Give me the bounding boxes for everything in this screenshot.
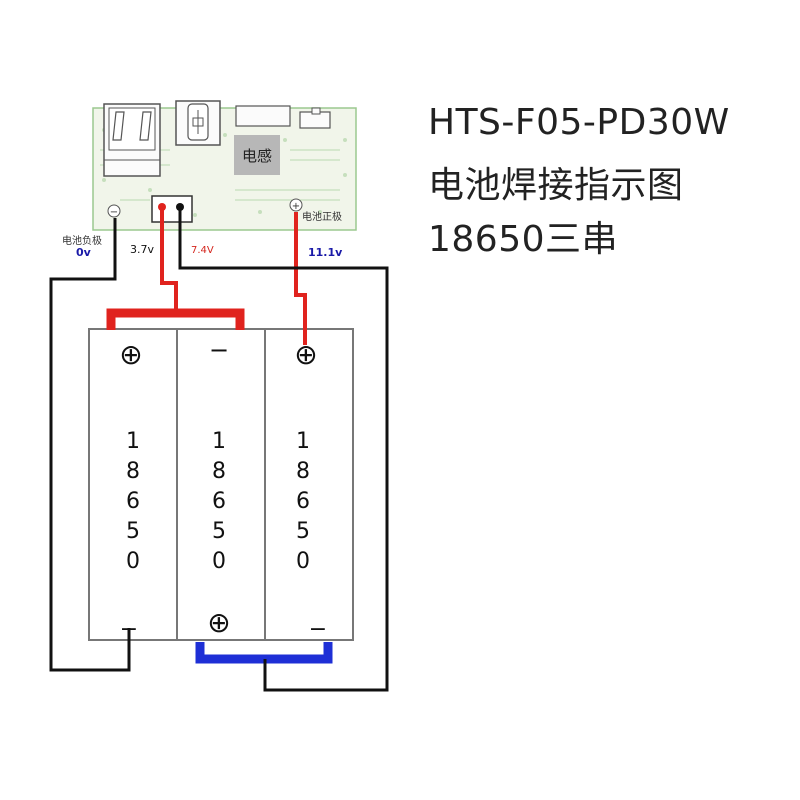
cell-1-digit: 0 <box>126 549 140 574</box>
inductor-label: 电感 <box>242 147 272 165</box>
neg-pad-symbol: − <box>110 207 118 218</box>
switch-knob <box>311 107 321 115</box>
voltage-11v1: 11.1v <box>308 246 343 259</box>
diagram-config: 18650三串 <box>428 219 619 260</box>
cell-3 <box>264 328 354 641</box>
cell-2-digit: 0 <box>212 549 226 574</box>
neg-terminal-label: 电池负极 <box>62 234 102 247</box>
diagram-subtitle: 电池焊接指示图 <box>428 165 684 206</box>
black-wire-7v4 <box>178 207 389 692</box>
cell-2-bottom-symbol: ⊕ <box>207 606 230 639</box>
voltage-0v: 0v <box>76 246 92 259</box>
cell-2-top-symbol: − <box>209 336 229 364</box>
cell-3-digit: 1 <box>296 429 310 454</box>
cell-2-digit: 5 <box>212 519 226 544</box>
red-busbar-top <box>106 308 245 330</box>
pcb-board: 电感 − + <box>92 100 357 231</box>
cell-3-bottom-symbol: − <box>309 617 327 642</box>
connector-block <box>235 105 291 127</box>
cell-2-digit: 8 <box>212 459 226 484</box>
inductor <box>234 135 280 175</box>
cell-1-digit: 8 <box>126 459 140 484</box>
usb-c-port <box>175 100 221 146</box>
usb-a-port <box>103 103 161 177</box>
pos-pad <box>289 198 303 212</box>
red-wire-3v7 <box>160 207 178 313</box>
balance-connector <box>151 195 193 223</box>
cell-2 <box>176 328 266 641</box>
pos-terminal-label: 电池正极 <box>302 210 342 223</box>
blue-busbar-bottom <box>195 642 333 664</box>
diagram-model-title: HTS-F05-PD30W <box>428 102 730 143</box>
voltage-3v7: 3.7v <box>130 243 154 256</box>
cell-2-digit: 1 <box>212 429 226 454</box>
battery-pack <box>88 328 354 641</box>
black-wire-0v <box>49 218 131 672</box>
cell-3-top-symbol: ⊕ <box>294 338 317 371</box>
cell-1 <box>88 328 178 641</box>
cell-1-digit: 5 <box>126 519 140 544</box>
cell-1-digit: 1 <box>126 429 140 454</box>
cell-3-digit: 8 <box>296 459 310 484</box>
cell-3-digit: 6 <box>296 489 310 514</box>
cell-2-digit: 6 <box>212 489 226 514</box>
neg-pad <box>107 204 121 218</box>
red-wire-11v1 <box>294 212 307 345</box>
cell-3-digit: 0 <box>296 549 310 574</box>
pos-pad-symbol: + <box>292 201 300 212</box>
voltage-7v4: 7.4V <box>191 245 214 256</box>
cell-1-digit: 6 <box>126 489 140 514</box>
cell-3-digit: 5 <box>296 519 310 544</box>
cell-1-top-symbol: ⊕ <box>119 338 142 371</box>
